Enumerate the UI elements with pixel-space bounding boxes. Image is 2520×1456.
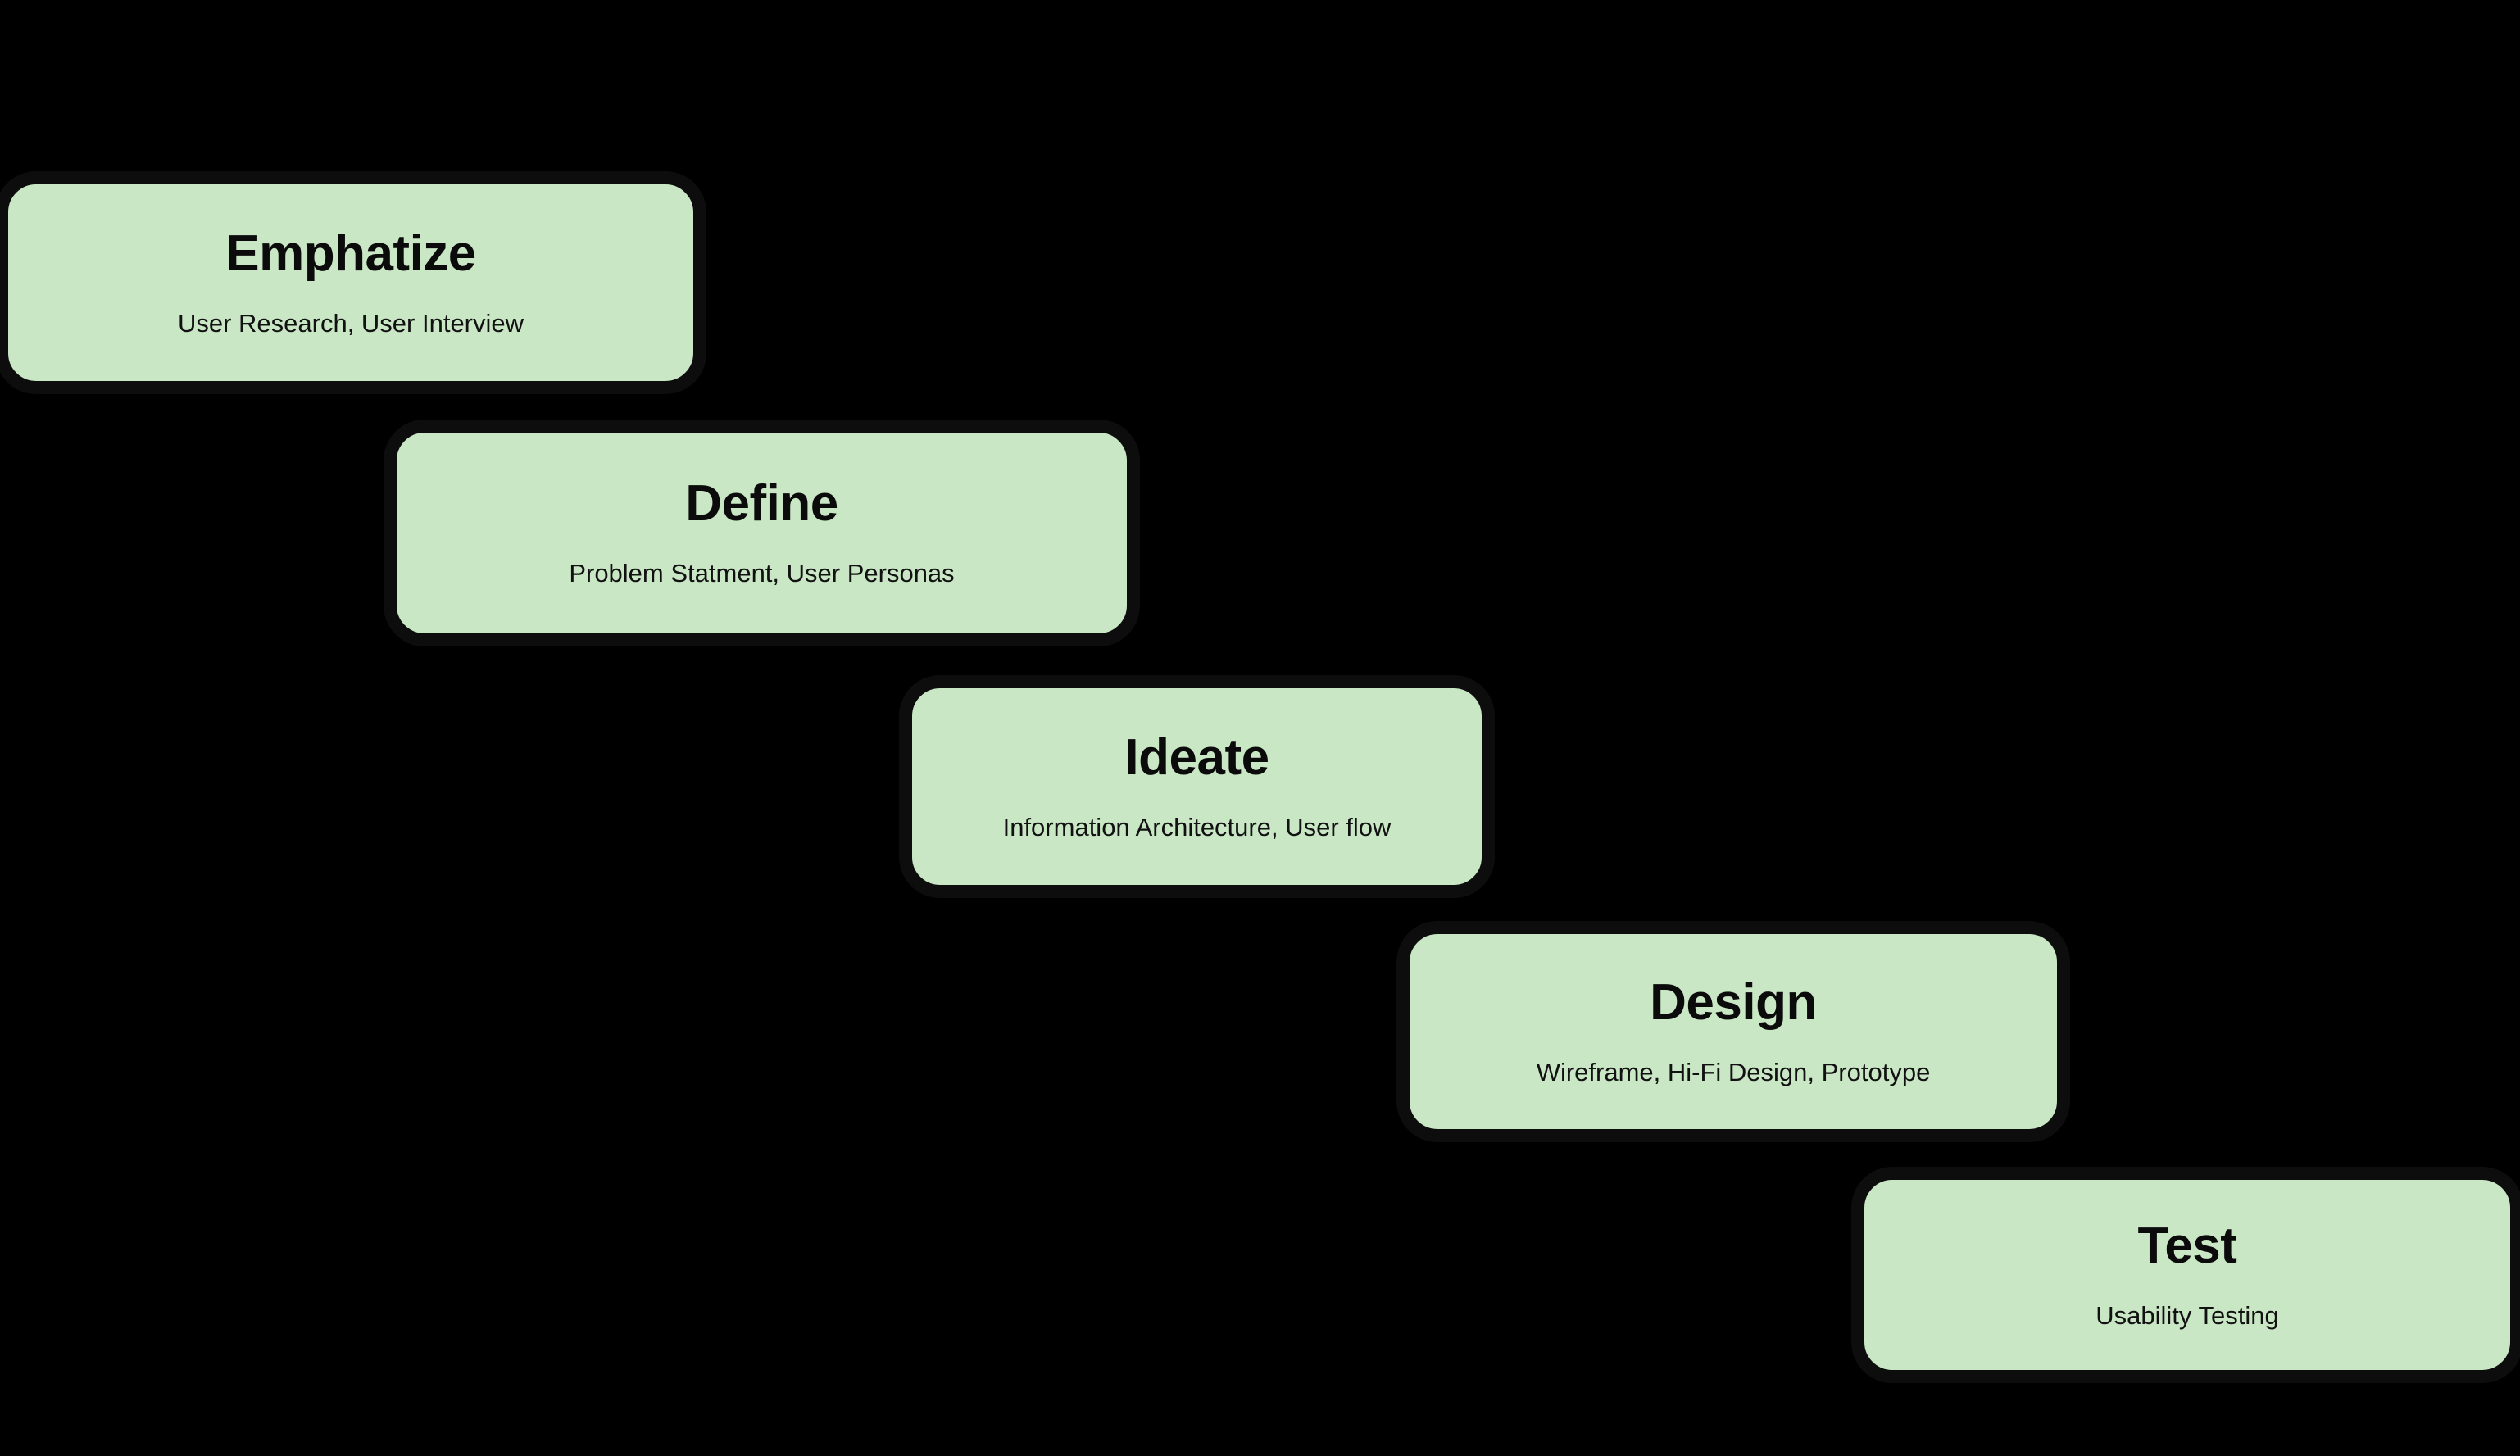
step-title: Ideate [1124,728,1269,786]
step-subtitle: Information Architecture, User flow [1002,812,1392,841]
step-subtitle: User Research, User Interview [177,308,524,338]
step-subtitle: Problem Statment, User Personas [569,559,955,588]
step-subtitle: Usability Testing [2095,1300,2279,1330]
step-title: Design [1650,973,1817,1031]
step-subtitle: Wireframe, Hi-Fi Design, Prototype [1536,1057,1931,1086]
step-title: Test [2137,1217,2237,1274]
step-title: Define [685,475,838,533]
step-title: Emphatize [225,225,476,282]
